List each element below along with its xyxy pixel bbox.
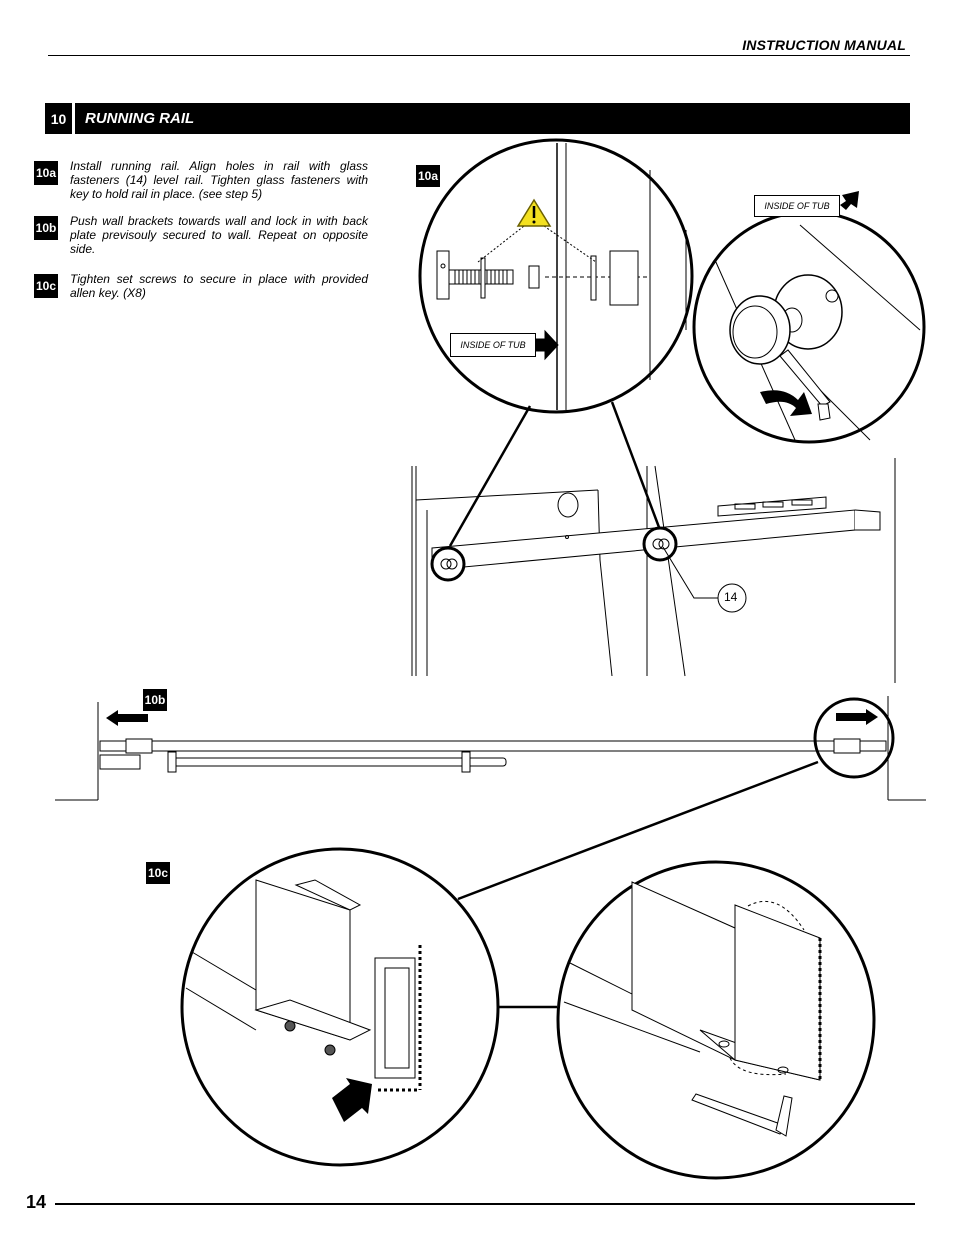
header-rule — [48, 55, 910, 56]
fig-10c-detail-right — [556, 860, 876, 1180]
footer-rule — [55, 1203, 915, 1205]
fig-label-10a: 10a — [416, 165, 440, 187]
fig-10b-rail-assembly — [55, 696, 926, 801]
fig-10c-detail-left — [180, 847, 500, 1167]
step-badge-10c: 10c — [34, 274, 58, 298]
step-text-10b: Push wall brackets towards wall and lock… — [70, 214, 368, 256]
fig-10a-wall-view — [411, 458, 896, 683]
arrow-left-icon — [106, 710, 148, 726]
rotate-arrow-icon — [760, 390, 812, 416]
page-number: 14 — [26, 1192, 47, 1212]
section-title: RUNNING RAIL — [85, 110, 195, 127]
arrow-right-icon — [534, 329, 559, 361]
warning-triangle-icon — [516, 198, 552, 227]
section-header-bar: 10 RUNNING RAIL — [45, 103, 910, 134]
step-text-10a: Install running rail. Align holes in rai… — [70, 159, 368, 201]
fig-label-10b: 10b — [143, 689, 167, 711]
section-number: 10 — [45, 103, 75, 134]
inside-of-tub-label-right: INSIDE OF TUB — [754, 195, 840, 217]
part-callout-14: 14 — [724, 590, 738, 604]
step-text-10c: Tighten set screws to secure in place wi… — [70, 272, 368, 300]
step-10b: 10b Push wall brackets towards wall and … — [34, 214, 370, 262]
step-badge-10a: 10a — [34, 161, 58, 185]
fig-10a-detail-circle — [418, 138, 694, 414]
arrow-down-right-icon — [332, 1078, 372, 1122]
arrow-right-icon — [836, 709, 878, 725]
step-10a: 10a Install running rail. Align holes in… — [34, 159, 370, 207]
fig-10a-knob-detail — [692, 191, 926, 444]
fig-label-10c: 10c — [146, 862, 170, 884]
manual-title: INSTRUCTION MANUAL — [742, 37, 906, 53]
step-badge-10b: 10b — [34, 216, 58, 240]
arrow-up-right-icon — [840, 191, 859, 210]
inside-of-tub-label-left: INSIDE OF TUB — [450, 333, 536, 357]
step-10c: 10c Tighten set screws to secure in plac… — [34, 272, 370, 304]
